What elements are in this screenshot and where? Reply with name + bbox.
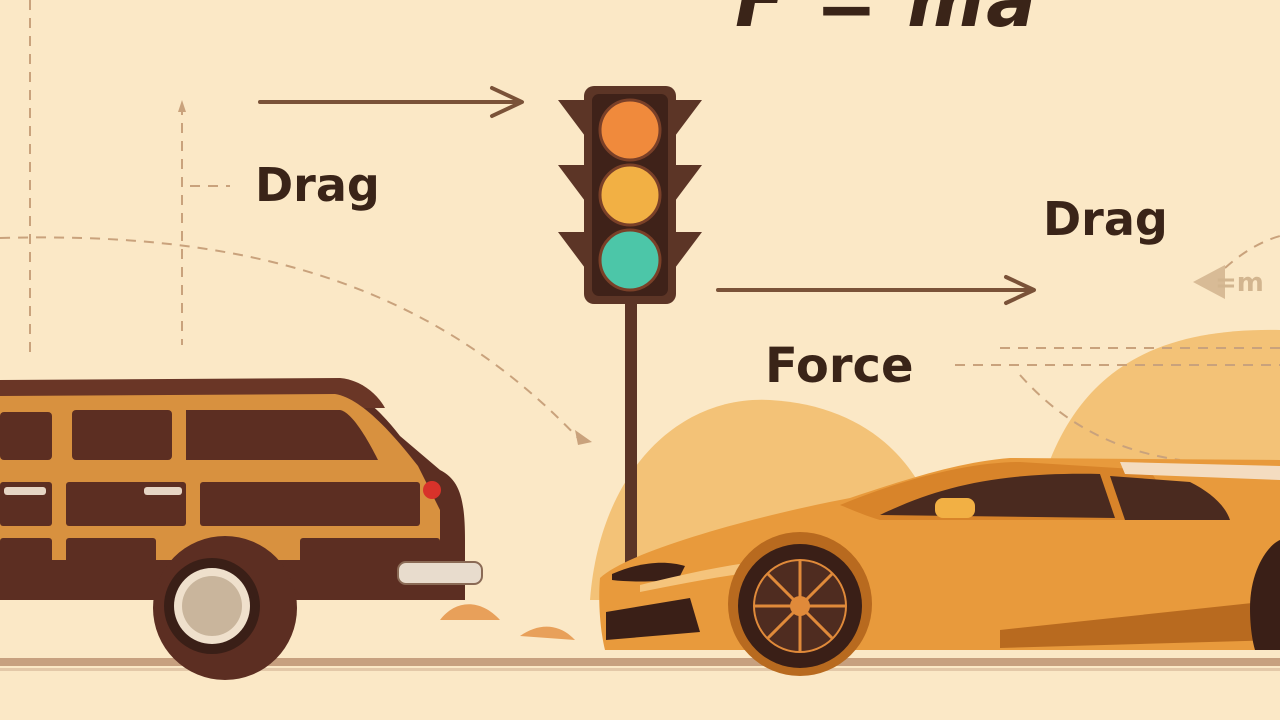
faint-arrow-tips (178, 100, 592, 445)
station-wagon-car (0, 378, 483, 680)
formula-title: F = ma (735, 0, 1039, 44)
dashed-guide-lines (0, 0, 1280, 461)
faint-arrow-left-icon (1193, 265, 1225, 299)
arrow-right-top-icon (258, 86, 524, 118)
faint-formula-label: =m (1215, 268, 1264, 298)
arrow-right-middle-icon (716, 275, 1036, 305)
force-label: Force (765, 338, 914, 394)
drag-label-right: Drag (1043, 192, 1168, 246)
traffic-light-icon (558, 86, 702, 570)
sports-car (599, 458, 1280, 676)
drag-label-left: Drag (255, 158, 380, 212)
